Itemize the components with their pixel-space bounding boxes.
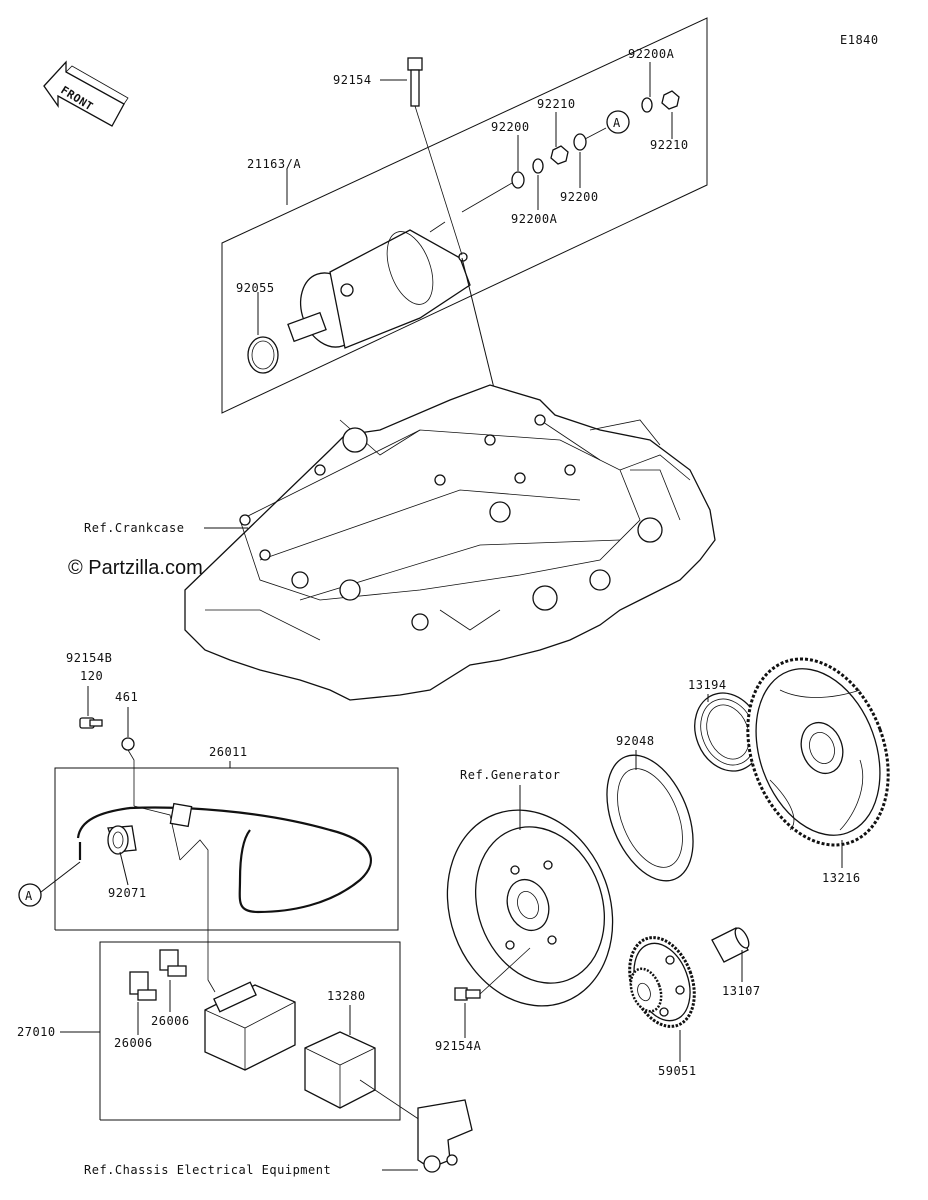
label-92200-left: 92200 — [491, 120, 530, 134]
diagram-code: E1840 — [840, 33, 879, 47]
label-92200a-top: 92200A — [628, 47, 675, 61]
washer-461 — [121, 737, 135, 751]
bolt-92154b — [79, 717, 103, 729]
relay-13280 — [304, 1031, 376, 1109]
starter-frame — [221, 17, 708, 414]
label-13216: 13216 — [822, 871, 861, 885]
washer-92200a-top — [641, 97, 653, 113]
starter-motor — [287, 221, 471, 349]
box-26011 — [54, 767, 399, 931]
fuse-26006-right — [159, 949, 187, 977]
label-26006-l: 26006 — [114, 1036, 153, 1050]
starter-relay — [204, 981, 296, 1071]
label-13107: 13107 — [722, 984, 761, 998]
label-92200a-mid: 92200A — [511, 212, 558, 226]
bolt-92154a — [454, 987, 481, 1001]
label-27010: 27010 — [17, 1025, 56, 1039]
gasket-92048 — [606, 754, 694, 882]
fuse-26006-left — [129, 971, 157, 1001]
gear-13216 — [746, 657, 890, 847]
label-13280: 13280 — [327, 989, 366, 1003]
ref-crankcase: Ref.Crankcase — [84, 521, 184, 535]
washer-92200-mid — [573, 133, 587, 151]
svg-text:A: A — [613, 116, 621, 130]
nut-92210-mid — [550, 145, 569, 165]
label-92055: 92055 — [236, 281, 275, 295]
label-92210-mid: 92210 — [537, 97, 576, 111]
ref-generator: Ref.Generator — [460, 768, 560, 782]
nut-92210-right — [661, 90, 680, 110]
washer-92200-left — [511, 171, 525, 189]
label-92154a: 92154A — [435, 1039, 482, 1053]
watermark: © Partzilla.com — [68, 557, 203, 579]
generator-rotor — [446, 809, 614, 1007]
label-92071: 92071 — [108, 886, 147, 900]
svg-text:A: A — [25, 889, 33, 903]
label-26006-r: 26006 — [151, 1014, 190, 1028]
label-120: 120 — [80, 669, 103, 683]
label-21163a: 21163/A — [247, 157, 301, 171]
bracket — [359, 1079, 473, 1173]
crankcase — [184, 384, 716, 701]
label-92200-mid: 92200 — [560, 190, 599, 204]
shaft-13107 — [711, 927, 750, 963]
label-92210-right: 92210 — [650, 138, 689, 152]
front-arrow-icon: FRONT — [43, 60, 129, 127]
ref-chassis: Ref.Chassis Electrical Equipment — [84, 1163, 331, 1177]
box-27010 — [99, 941, 401, 1121]
label-461: 461 — [115, 690, 138, 704]
terminal-cover-92071 — [107, 825, 137, 855]
label-92048: 92048 — [616, 734, 655, 748]
washer-92200a-mid — [532, 158, 544, 174]
idle-gear-59051 — [628, 936, 696, 1028]
o-ring — [247, 336, 279, 374]
label-92154: 92154 — [333, 73, 372, 87]
bolt-92154 — [407, 57, 463, 256]
label-92154b: 92154B — [66, 651, 112, 665]
label-59051: 59051 — [658, 1064, 697, 1078]
label-13194: 13194 — [688, 678, 727, 692]
label-26011: 26011 — [209, 745, 248, 759]
callout-a-bottom: A — [18, 883, 42, 907]
callout-a-top: A — [606, 110, 630, 134]
